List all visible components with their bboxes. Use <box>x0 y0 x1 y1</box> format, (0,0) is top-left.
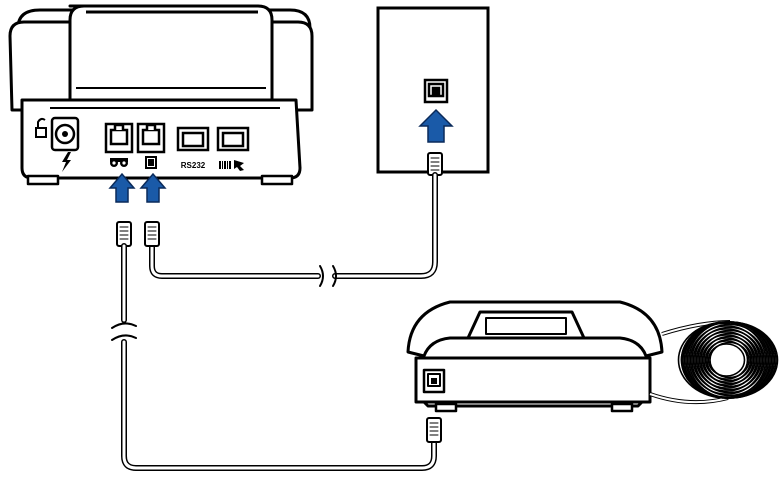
padlock-icon <box>35 117 47 138</box>
arrow-to-line-port <box>139 172 167 203</box>
coil-loop <box>706 338 753 382</box>
coil-loop <box>692 328 761 392</box>
coil-loop <box>703 335 756 385</box>
coil-loop <box>704 340 749 380</box>
coil-loop <box>686 322 767 398</box>
power-jack <box>50 116 80 152</box>
cable-line-to-wall <box>144 152 443 287</box>
coil-loop <box>707 343 746 377</box>
port-barcode <box>216 126 250 152</box>
coil-loop <box>709 341 750 379</box>
port-serial <box>176 126 210 152</box>
wall-jack-icon <box>145 156 157 169</box>
rs232-label: RS232 <box>181 161 206 170</box>
port-line <box>136 122 166 154</box>
coil-loop <box>689 325 764 395</box>
rj11-jack-icon <box>423 78 449 104</box>
arrow-to-phone-port <box>108 172 136 203</box>
coil-loop <box>700 332 759 388</box>
handset-icon <box>110 158 128 167</box>
coil-loop <box>691 323 768 397</box>
terminal-device <box>8 4 314 186</box>
arrow-to-wall-jack <box>418 108 454 143</box>
coil-loop <box>694 326 765 394</box>
coil-loop <box>697 329 762 391</box>
lightning-icon <box>62 152 71 172</box>
coil-loop <box>695 331 758 389</box>
desk-telephone-icon <box>406 300 664 413</box>
cable-phone-to-telephone <box>111 221 442 471</box>
coil-loop <box>680 321 779 399</box>
barcode-scanner-icon <box>219 160 244 171</box>
coil-loop <box>698 334 755 386</box>
port-phone <box>104 122 134 154</box>
coiled-cord <box>649 320 779 405</box>
coil-loop <box>701 337 752 383</box>
